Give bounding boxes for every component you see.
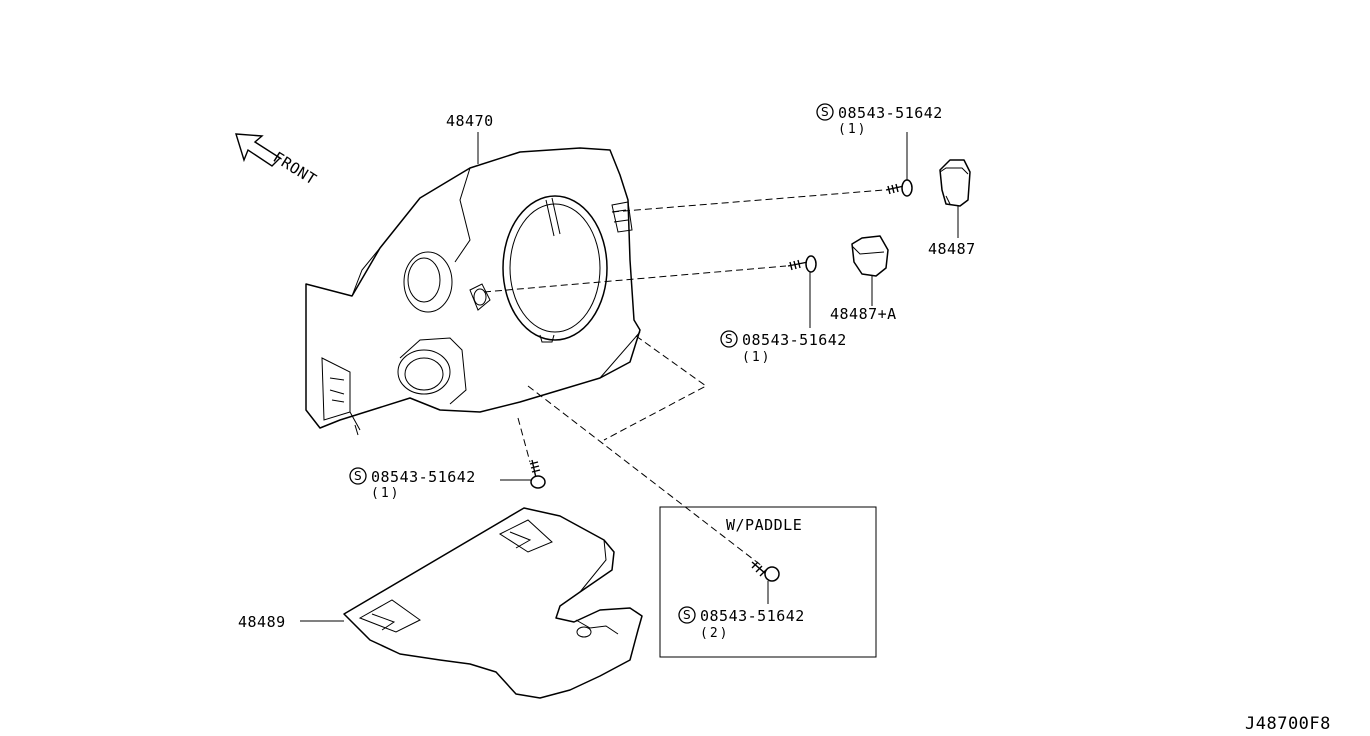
label-48489: 48489 [238, 613, 286, 631]
screw-4 [751, 561, 780, 582]
screw-2-part-number: 08543-51642 [742, 331, 847, 349]
standard-part-icon [678, 606, 696, 624]
front-arrow-icon [235, 133, 282, 167]
paddle-box-label: W/PADDLE [726, 516, 802, 534]
svg-text:S: S [354, 469, 362, 483]
callout-screw-4: S 08543-51642 (2) [678, 606, 805, 641]
screw-4-qty: (2) [700, 626, 729, 641]
screw-2 [787, 255, 817, 273]
label-48487-a: 48487+A [830, 305, 897, 323]
upper-column-cover [305, 147, 641, 436]
callout-screw-2: S 08543-51642 (1) [720, 330, 847, 365]
standard-part-icon [349, 467, 367, 485]
finisher-48487 [939, 159, 971, 207]
screw-3-part-number: 08543-51642 [371, 468, 476, 486]
screw-1-qty: (1) [838, 122, 867, 137]
label-48470: 48470 [446, 112, 494, 130]
standard-part-icon [816, 103, 834, 121]
front-label: FRONT [270, 148, 320, 189]
svg-text:S: S [683, 608, 691, 622]
screw-3-qty: (1) [371, 486, 400, 501]
callout-screw-1: S 08543-51642 (1) [816, 103, 943, 137]
svg-text:S: S [725, 332, 733, 346]
screw-1-part-number: 08543-51642 [838, 104, 943, 122]
diagram-id: J48700F8 [1245, 714, 1331, 734]
screw-3 [529, 459, 546, 489]
screw-1 [885, 179, 913, 197]
lower-column-cover [343, 507, 643, 699]
screw-2-qty: (1) [742, 350, 771, 365]
paddle-option-box [659, 506, 877, 658]
callout-screw-3: S 08543-51642 (1) [349, 467, 476, 501]
standard-part-icon [720, 330, 738, 348]
svg-text:S: S [821, 105, 829, 119]
finisher-48487-a [851, 235, 889, 277]
screw-4-part-number: 08543-51642 [700, 607, 805, 625]
label-48487: 48487 [928, 240, 976, 258]
